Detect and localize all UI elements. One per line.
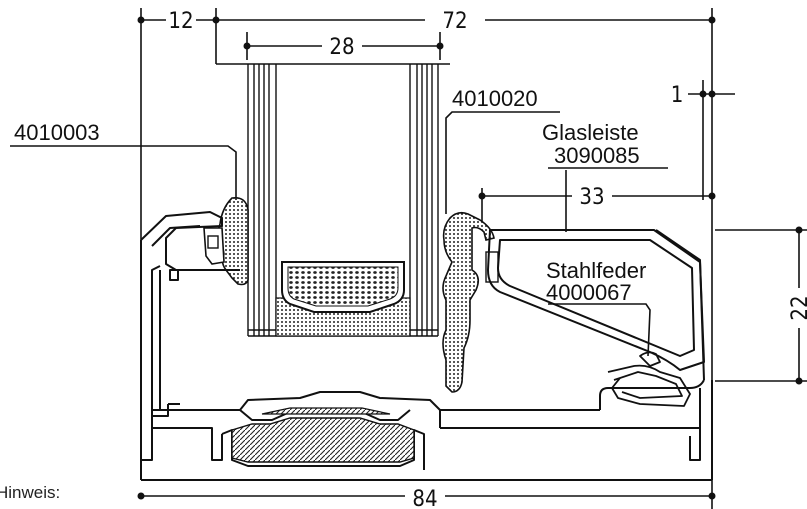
label-spring-name: Stahlfeder — [546, 258, 646, 283]
dimension-12: 12 — [168, 9, 193, 34]
dimension-28: 28 — [329, 35, 354, 60]
steel-spring-4000067 — [607, 351, 691, 407]
note-hinweis: Hinweis: — [0, 483, 60, 502]
dimension-33: 33 — [579, 185, 604, 210]
label-gasket-4010003: 4010003 — [14, 120, 100, 145]
thermal-break — [231, 407, 415, 463]
label-glazing-bead-name: Glasleiste — [542, 120, 639, 145]
label-gasket-4010020: 4010020 — [452, 86, 538, 111]
dimension-terminal-dots — [137, 16, 803, 500]
glass-pane — [247, 64, 439, 337]
leader-4010003 — [10, 145, 237, 200]
gasket-4010003 — [203, 196, 249, 286]
leader-4010020 — [445, 111, 560, 214]
label-spring-code: 4000067 — [546, 280, 632, 305]
glass-spacer — [275, 261, 411, 337]
label-glazing-bead-code: 3090085 — [554, 143, 640, 168]
dimension-1: 1 — [671, 83, 684, 108]
frame-profile — [140, 211, 713, 481]
dimension-22: 22 — [788, 295, 807, 320]
dimension-72: 72 — [442, 9, 467, 34]
dimension-84: 84 — [412, 487, 437, 509]
leader-stahlfeder — [548, 303, 651, 357]
glazing-bead-3090085 — [487, 229, 705, 381]
